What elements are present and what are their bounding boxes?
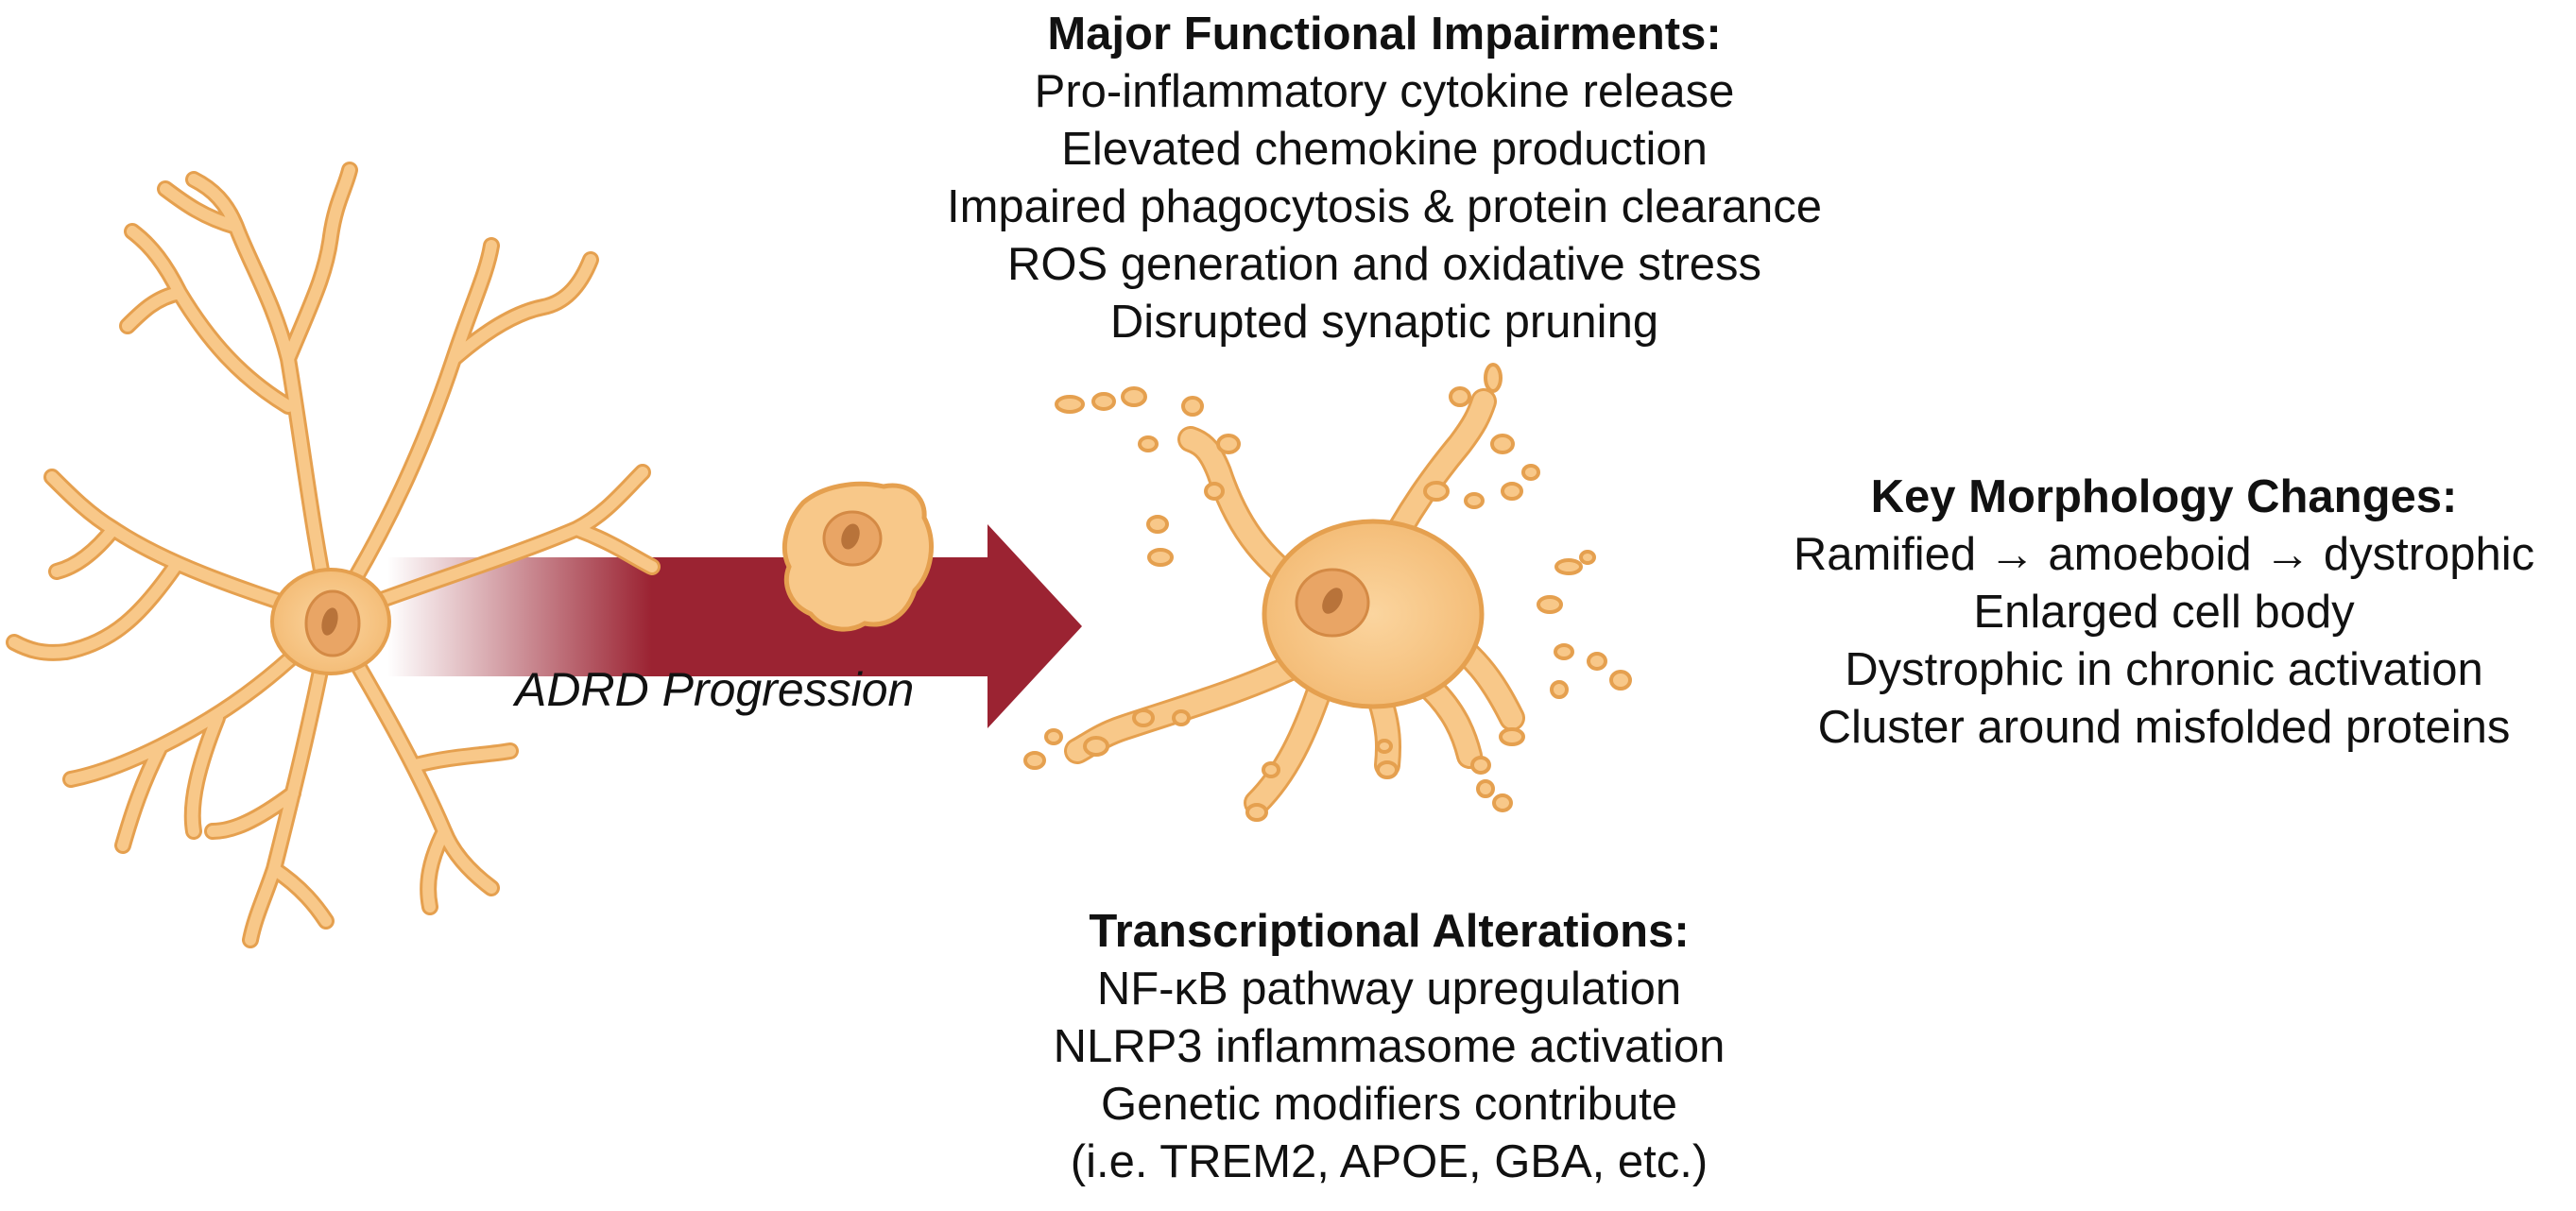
ramified-branches-outline: [6, 162, 661, 948]
functional-impairments-heading: Major Functional Impairments:: [1047, 9, 1722, 60]
morphology-changes-block: Key Morphology Changes: Ramified → amoeb…: [1758, 469, 2570, 757]
impairment-item: Elevated chemokine production: [1061, 124, 1708, 175]
transcriptional-alterations-block: Transcriptional Alterations: NF-κB pathw…: [945, 903, 1833, 1191]
functional-impairments-block: Major Functional Impairments: Pro-inflam…: [850, 6, 1918, 351]
transcription-item: (i.e. TREM2, APOE, GBA, etc.): [1070, 1136, 1709, 1187]
morphology-item: Dystrophic in chronic activation: [1845, 644, 2483, 695]
dystrophic-fragments: [1023, 363, 1632, 822]
transcription-item: Genetic modifiers contribute: [1100, 1079, 1678, 1130]
dystrophic-soma: [1262, 519, 1485, 709]
transcription-item: NF-κB pathway upregulation: [1096, 964, 1682, 1015]
morphology-item: Enlarged cell body: [1973, 587, 2355, 638]
morphology-item: Ramified → amoeboid → dystrophic: [1793, 529, 2535, 580]
ramified-branches-fill: [9, 164, 658, 946]
arrow-label: ADRD Progression: [515, 663, 915, 716]
impairment-item: Disrupted synaptic pruning: [1109, 297, 1659, 348]
impairment-item: ROS generation and oxidative stress: [1006, 239, 1762, 290]
morphology-changes-heading: Key Morphology Changes:: [1870, 471, 2458, 522]
transcriptional-alterations-heading: Transcriptional Alterations:: [1089, 906, 1690, 957]
transcription-item: NLRP3 inflammasome activation: [1053, 1021, 1726, 1072]
ramified-nucleolus: [321, 607, 338, 636]
dystrophic-microglia: [1023, 363, 1632, 822]
amoeboid-microglia: [781, 481, 934, 632]
impairment-item: Impaired phagocytosis & protein clearanc…: [946, 181, 1823, 232]
ramified-microglia: [6, 162, 661, 948]
morphology-item: Cluster around misfolded proteins: [1817, 702, 2511, 753]
dystrophic-nucleolus: [1322, 588, 1343, 614]
impairment-item: Pro-inflammatory cytokine release: [1034, 66, 1735, 117]
